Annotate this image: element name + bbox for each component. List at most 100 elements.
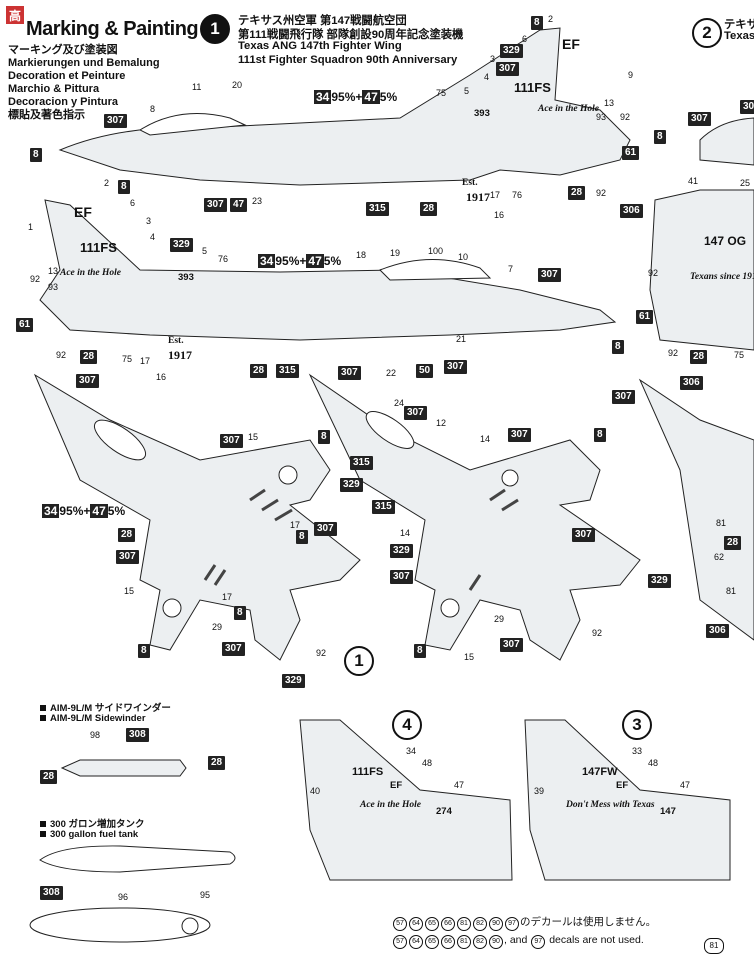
subtitle-zh: 標貼及著色指示 — [8, 109, 85, 121]
tank-title-ja-text: 300 ガロン増加タンク — [50, 819, 145, 830]
scheme4-tail — [299, 719, 513, 881]
callout: 92 — [316, 648, 327, 658]
paint-code: 307 — [572, 528, 595, 542]
subtitle-it: Marchio & Pittura — [8, 83, 100, 95]
paint-code: 307 — [76, 374, 99, 388]
subtitle-de: Markierungen und Bemalung — [8, 57, 160, 69]
mix-code-b: 47 — [362, 90, 380, 104]
scheme3-number-text: 3 — [632, 715, 642, 734]
scheme3-serial: 147 — [660, 806, 676, 817]
paint-code: 307 — [204, 198, 227, 212]
scheme2-title-ja: テキサ — [724, 19, 754, 31]
callout: 5 — [464, 86, 470, 96]
callout: 75 — [122, 354, 133, 364]
scheme3-fin-text: 147FW — [582, 766, 618, 778]
paint-code: 28 — [208, 756, 226, 770]
paint-code: 307 — [444, 360, 467, 374]
callout: 92 — [592, 628, 603, 638]
paint-code: 28 — [40, 770, 58, 784]
tail-147og: 147 OG — [704, 234, 747, 248]
scheme2-title-en: Texas — [724, 30, 754, 42]
paint-code: 47 — [230, 198, 248, 212]
callout: 23 — [252, 196, 263, 206]
decal-number: 66 — [441, 935, 455, 949]
callout: 95 — [200, 890, 211, 900]
mix-pct-b: 5% — [323, 254, 342, 268]
decal-number: 66 — [441, 917, 455, 931]
paint-code: 61 — [622, 146, 640, 160]
callout: 2 — [104, 178, 110, 188]
callout: 17 — [490, 190, 501, 200]
scheme4-number-text: 4 — [402, 715, 412, 734]
scheme4-nose-art: Ace in the Hole — [360, 800, 421, 810]
callout: 3 — [146, 216, 152, 226]
callout: 92 — [30, 274, 41, 284]
callout: 11 — [192, 82, 202, 92]
mix-code-b: 47 — [306, 254, 324, 268]
bullet-icon — [40, 715, 46, 722]
callout: 24 — [394, 398, 405, 408]
tank-title-en-text: 300 gallon fuel tank — [50, 829, 139, 840]
callout: 5 — [202, 246, 208, 256]
tail-squadron-2: 111FS — [80, 240, 117, 255]
mix-pct-a: 95% — [59, 504, 84, 518]
est-year: 1917 — [466, 190, 490, 204]
scheme1-number: 1 — [200, 14, 230, 44]
texans-text: Texans since 1917 — [690, 272, 754, 282]
nose-art-text: Ace in the Hole — [538, 104, 599, 114]
callout: 21 — [456, 334, 467, 344]
decal-number: 90 — [489, 935, 503, 949]
paint-code: 329 — [170, 238, 193, 252]
decal-number: 64 — [409, 917, 423, 931]
paint-code: 307 — [612, 390, 635, 404]
paint-code: 307 — [222, 642, 245, 656]
scheme3-tail — [524, 719, 731, 881]
callout: 29 — [494, 614, 505, 624]
scheme1-bottom-number: 1 — [344, 646, 374, 676]
scheme2-number-text: 2 — [702, 23, 712, 42]
scheme1-line2: 第111戦闘飛行隊 部隊創設90周年記念塗装機 — [238, 29, 464, 41]
paint-code: 307 — [496, 62, 519, 76]
scheme1-number-text: 1 — [210, 19, 220, 38]
paint-code: 307 — [314, 522, 337, 536]
paint-code: 329 — [500, 44, 523, 58]
subtitle-ja: マーキング及び塗装図 — [8, 44, 118, 56]
paint-code: 307 — [390, 570, 413, 584]
fuel-tank-side — [39, 845, 236, 873]
scheme1-line3: Texas ANG 147th Fighter Wing — [238, 40, 402, 52]
paint-code: 8 — [594, 428, 606, 442]
callout: 75 — [436, 88, 447, 98]
paint-code: 307 — [508, 428, 531, 442]
decal-number: 90 — [489, 917, 503, 931]
callout: 13 — [604, 98, 615, 108]
paint-code: 307 — [116, 550, 139, 564]
paint-code: 307 — [740, 100, 754, 114]
callout: 47 — [454, 780, 465, 790]
callout: 6 — [522, 34, 528, 44]
paint-code: 307 — [538, 268, 561, 282]
paint-code: 28 — [568, 186, 586, 200]
est-label: Est. — [462, 178, 478, 188]
mix-code-b: 47 — [90, 504, 108, 518]
aim9-title-en: AIM-9L/M Sidewinder — [40, 713, 146, 724]
callout: 10 — [458, 252, 469, 262]
callout: 3 — [490, 54, 496, 64]
callout: 25 — [740, 178, 751, 188]
bullet-icon — [40, 821, 46, 828]
callout: 15 — [124, 586, 135, 596]
paint-code: 306 — [706, 624, 729, 638]
note-en-and: , and — [504, 934, 528, 946]
callout: 6 — [130, 198, 136, 208]
paint-code: 28 — [724, 536, 742, 550]
callout: 92 — [668, 348, 679, 358]
scheme3-tail-code: EF — [616, 780, 629, 791]
callout: 41 — [688, 176, 699, 186]
callout: 16 — [156, 372, 167, 382]
scheme3-nose-art: Don't Mess with Texas — [566, 800, 655, 810]
paint-code: 308 — [40, 886, 63, 900]
scheme1-line4: 111st Fighter Squadron 90th Anniversary — [238, 54, 458, 66]
